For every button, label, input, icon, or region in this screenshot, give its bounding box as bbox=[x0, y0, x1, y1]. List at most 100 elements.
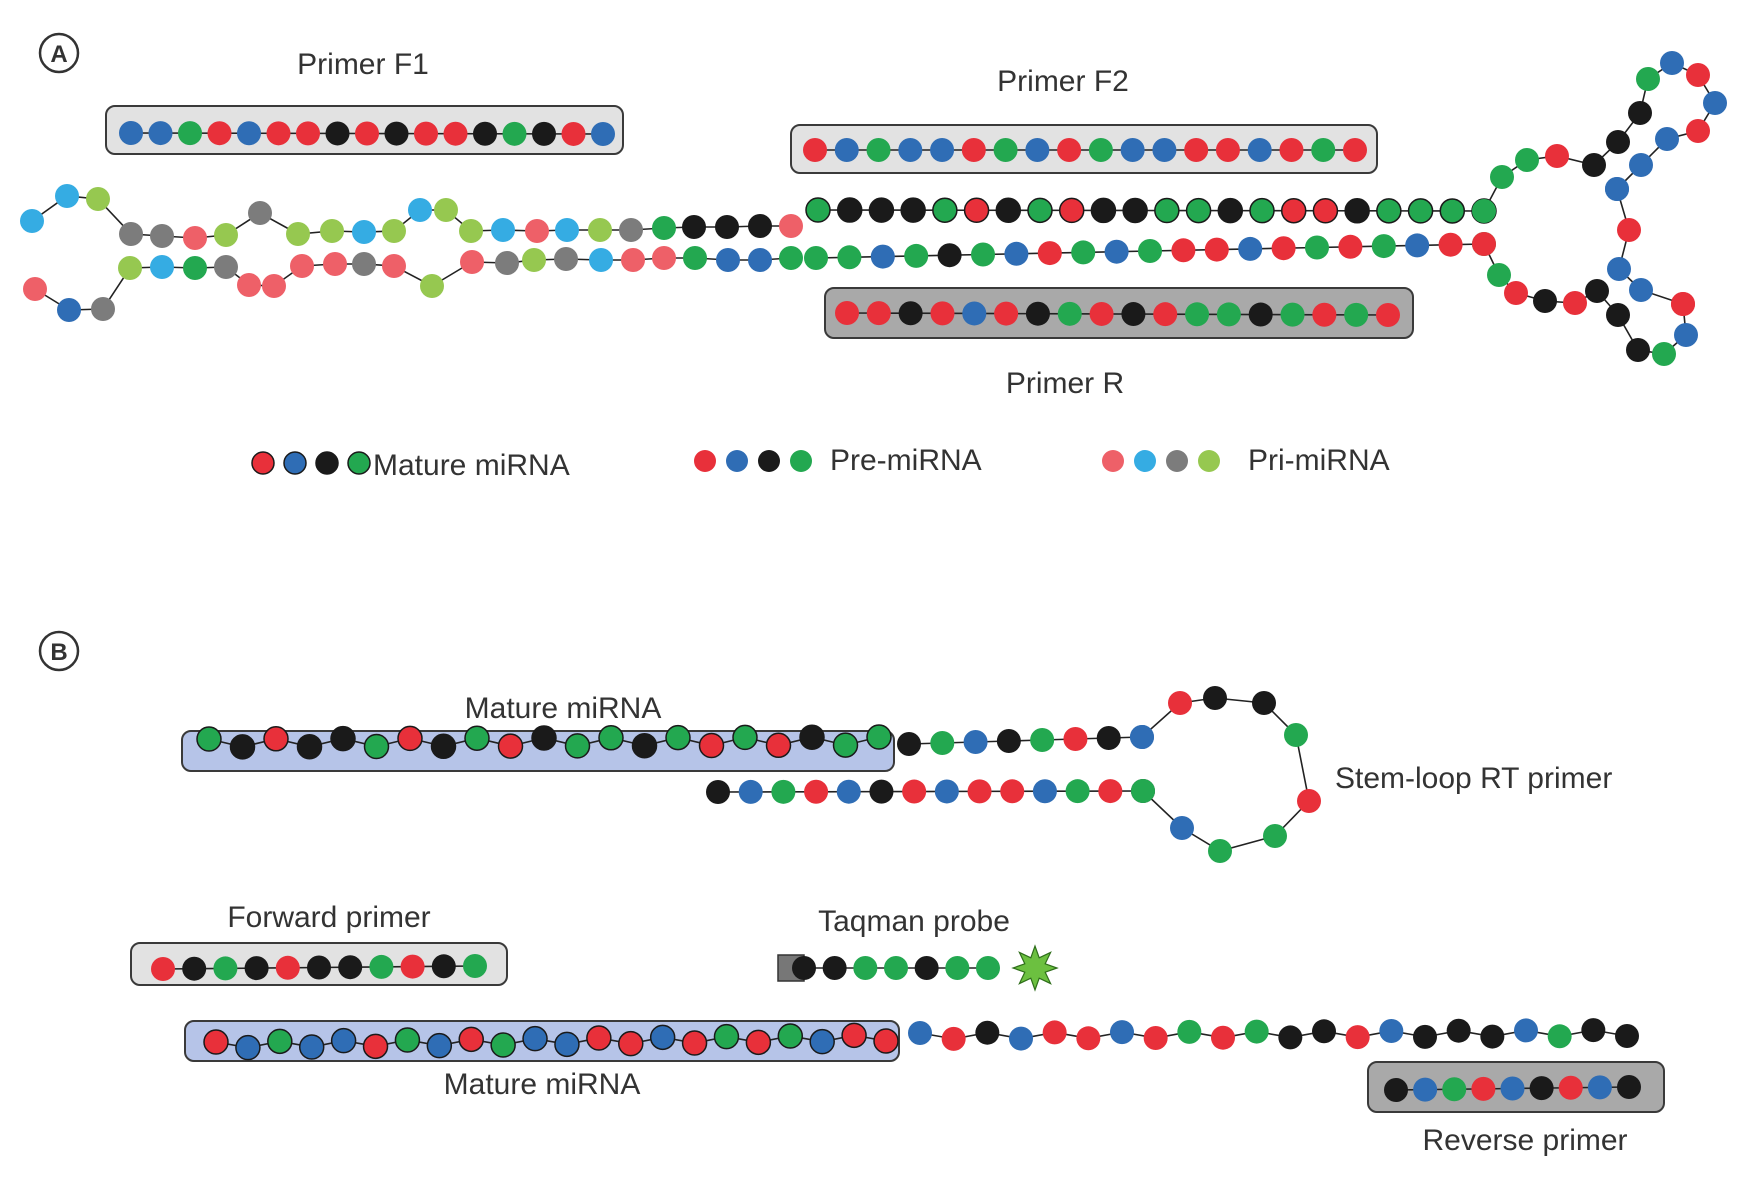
pri-bottom-strand-backbone bbox=[34, 257, 792, 311]
primer-r-nucleotide bbox=[1057, 301, 1082, 326]
b-mature-top-nucleotide bbox=[598, 725, 624, 751]
primer-f2-nucleotide bbox=[961, 138, 986, 162]
reverse-primer-nucleotide bbox=[1413, 1077, 1438, 1102]
primer-f1-nucleotide bbox=[355, 121, 379, 146]
pre-bottom-strand-nucleotide bbox=[904, 243, 929, 268]
template-tail-nucleotide bbox=[1110, 1020, 1134, 1045]
primer-f2-nucleotide bbox=[1343, 138, 1367, 162]
b-mature-top-nucleotide bbox=[799, 724, 825, 750]
primer-f1-nucleotide bbox=[414, 121, 438, 146]
hairpin-top-nucleotide bbox=[1582, 153, 1606, 177]
pri-bottom-strand-nucleotide bbox=[57, 298, 81, 322]
primer-f2-nucleotide bbox=[1215, 138, 1240, 162]
mature-top-strand-nucleotide bbox=[1439, 198, 1466, 224]
primer-r-nucleotide bbox=[1089, 301, 1114, 326]
stem-bottom-nucleotide bbox=[804, 779, 829, 804]
stem-loop-nucleotide bbox=[1208, 839, 1232, 863]
hairpin-mid-nucleotide bbox=[1605, 177, 1629, 201]
primer-r-nucleotide bbox=[1344, 302, 1369, 327]
pre-bottom-strand-nucleotide bbox=[937, 243, 962, 268]
hairpin-top-nucleotide bbox=[1606, 130, 1630, 154]
hairpin-top-nucleotide bbox=[1686, 63, 1710, 87]
primer-f2-nucleotide bbox=[866, 138, 891, 162]
primer-f1-nucleotide bbox=[119, 121, 143, 145]
primer-r-nucleotide bbox=[930, 301, 955, 326]
pri-top-strand-nucleotide bbox=[286, 222, 310, 246]
reverse-primer-nucleotide bbox=[1442, 1077, 1467, 1102]
pri-bottom-strand-nucleotide bbox=[748, 248, 772, 272]
stem-loop-backbone bbox=[1141, 697, 1310, 852]
b-mature-bottom-nucleotide bbox=[298, 1034, 325, 1060]
mature-top-strand-nucleotide bbox=[995, 197, 1022, 224]
b-mature-bottom-nucleotide bbox=[522, 1025, 548, 1052]
stem-loop-nucleotide bbox=[1130, 725, 1154, 749]
template-tail-nucleotide bbox=[975, 1020, 1000, 1045]
pri-top-strand-nucleotide bbox=[119, 222, 143, 246]
pre-bottom-strand-nucleotide bbox=[1405, 233, 1430, 258]
pri-bottom-strand-nucleotide bbox=[118, 256, 142, 280]
pre-bottom-strand-nucleotide bbox=[1037, 241, 1062, 266]
primer-r-nucleotide bbox=[898, 301, 923, 326]
template-tail-nucleotide bbox=[1379, 1019, 1404, 1043]
mature-top-strand-nucleotide bbox=[836, 197, 863, 223]
hairpin-bottom-nucleotide bbox=[1585, 279, 1609, 303]
pri-top-strand-nucleotide bbox=[382, 219, 406, 243]
template-tail-nucleotide bbox=[1514, 1018, 1538, 1043]
template-tail-nucleotide bbox=[1143, 1026, 1168, 1050]
pre-bottom-strand-nucleotide bbox=[1104, 239, 1129, 264]
stem-bottom-nucleotide bbox=[1000, 779, 1025, 804]
template-tail-nucleotide bbox=[1244, 1019, 1269, 1044]
primer-f1-nucleotide bbox=[148, 121, 173, 146]
template-tail-nucleotide bbox=[1413, 1024, 1437, 1049]
hairpin-bottom-nucleotide bbox=[1671, 292, 1695, 316]
primer-r-nucleotide bbox=[1121, 302, 1146, 327]
b-mature-bottom-nucleotide bbox=[618, 1030, 644, 1057]
b-mature-top-nucleotide bbox=[430, 733, 457, 760]
legend-pre-label: Pre-miRNA bbox=[830, 444, 982, 477]
primer-f2-nucleotide bbox=[1120, 138, 1145, 162]
primer-f2-nucleotide bbox=[1088, 138, 1113, 162]
primer-f2-label: Primer F2 bbox=[997, 65, 1129, 98]
b-mature-top-nucleotide bbox=[330, 725, 356, 752]
mature-top-strand-nucleotide bbox=[1376, 198, 1402, 224]
hairpin-top-nucleotide bbox=[1660, 51, 1684, 75]
mature-top-strand-nucleotide bbox=[1154, 197, 1180, 224]
stem-bottom-nucleotide bbox=[836, 779, 861, 804]
pri-top-strand-nucleotide bbox=[652, 216, 676, 240]
stem-top-nucleotide bbox=[930, 731, 955, 755]
primer-f2-nucleotide bbox=[930, 138, 955, 162]
stem-loop-nucleotide bbox=[1170, 816, 1194, 840]
reverse-primer-nucleotide bbox=[1587, 1075, 1612, 1100]
template-tail-backbone bbox=[919, 1029, 1628, 1040]
primer-r-nucleotide bbox=[1376, 303, 1400, 327]
b-mature-bottom-nucleotide bbox=[330, 1027, 357, 1054]
hairpin-mid-nucleotide bbox=[1607, 257, 1631, 281]
pri-top-strand-nucleotide bbox=[459, 219, 483, 243]
b-mature-bottom-nucleotide bbox=[809, 1028, 835, 1055]
pri-top-strand-nucleotide bbox=[555, 218, 579, 242]
reverse-primer-nucleotide bbox=[1500, 1076, 1525, 1101]
template-tail-nucleotide bbox=[1042, 1020, 1067, 1045]
pri-bottom-strand-nucleotide bbox=[183, 256, 207, 280]
pre-bottom-strand-nucleotide bbox=[1238, 236, 1263, 261]
stem-bottom-nucleotide bbox=[902, 779, 927, 804]
hairpin-top-nucleotide bbox=[1686, 119, 1710, 143]
pri-top-strand-nucleotide bbox=[20, 209, 44, 233]
hairpin-top-nucleotide bbox=[1545, 144, 1569, 168]
primer-f1-nucleotide bbox=[325, 121, 350, 146]
b-mature-top-label: Mature miRNA bbox=[465, 692, 662, 725]
template-tail-nucleotide bbox=[1278, 1025, 1303, 1050]
stem-top-nucleotide bbox=[1030, 728, 1055, 752]
hairpin-top-nucleotide bbox=[1628, 101, 1652, 125]
template-tail-nucleotide bbox=[941, 1026, 966, 1051]
primer-f1-label: Primer F1 bbox=[297, 48, 429, 81]
forward-primer-nucleotide bbox=[151, 957, 175, 981]
stem-bottom-nucleotide bbox=[934, 779, 959, 804]
stem-loop-nucleotide bbox=[1263, 824, 1287, 848]
template-tail-nucleotide bbox=[1480, 1024, 1505, 1049]
pri-bottom-strand-nucleotide bbox=[237, 273, 261, 297]
forward-primer-nucleotide bbox=[244, 956, 269, 981]
b-mature-top-nucleotide bbox=[296, 733, 323, 760]
b-mature-bottom-nucleotide bbox=[777, 1023, 804, 1049]
template-tail-nucleotide bbox=[908, 1021, 932, 1045]
